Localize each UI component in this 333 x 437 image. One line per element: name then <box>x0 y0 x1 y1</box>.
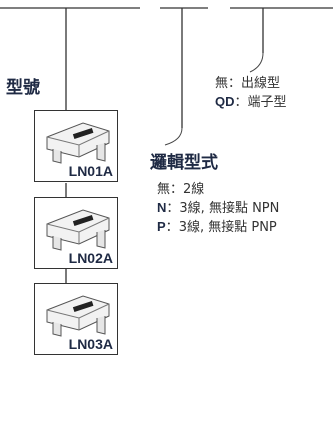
connection-options: 無：出線型 QD：端子型 <box>215 74 287 112</box>
sensor-part-illustration <box>46 295 110 337</box>
sensor-part-illustration <box>46 122 110 164</box>
model-label: LN03A <box>68 336 113 352</box>
model-item-ln02a: LN02A <box>34 197 118 269</box>
logic-option: 無：2線 <box>157 182 205 197</box>
logic-options: 無：2線 N：3線, 無接點 NPN P：3線, 無接點 PNP <box>157 180 279 237</box>
sensor-part-illustration <box>46 209 110 251</box>
model-title: 型號 <box>6 78 40 98</box>
logic-option: N：3線, 無接點 NPN <box>157 200 280 216</box>
connection-option: 無：出線型 <box>215 76 281 91</box>
model-item-ln03a: LN03A <box>34 283 118 355</box>
model-label: LN01A <box>68 163 113 179</box>
logic-title: 邏輯型式 <box>150 153 218 173</box>
logic-option: P：3線, 無接點 PNP <box>157 219 277 235</box>
model-item-ln01a: LN01A <box>34 110 118 182</box>
connection-option: QD：端子型 <box>215 94 287 110</box>
model-label: LN02A <box>68 250 113 266</box>
